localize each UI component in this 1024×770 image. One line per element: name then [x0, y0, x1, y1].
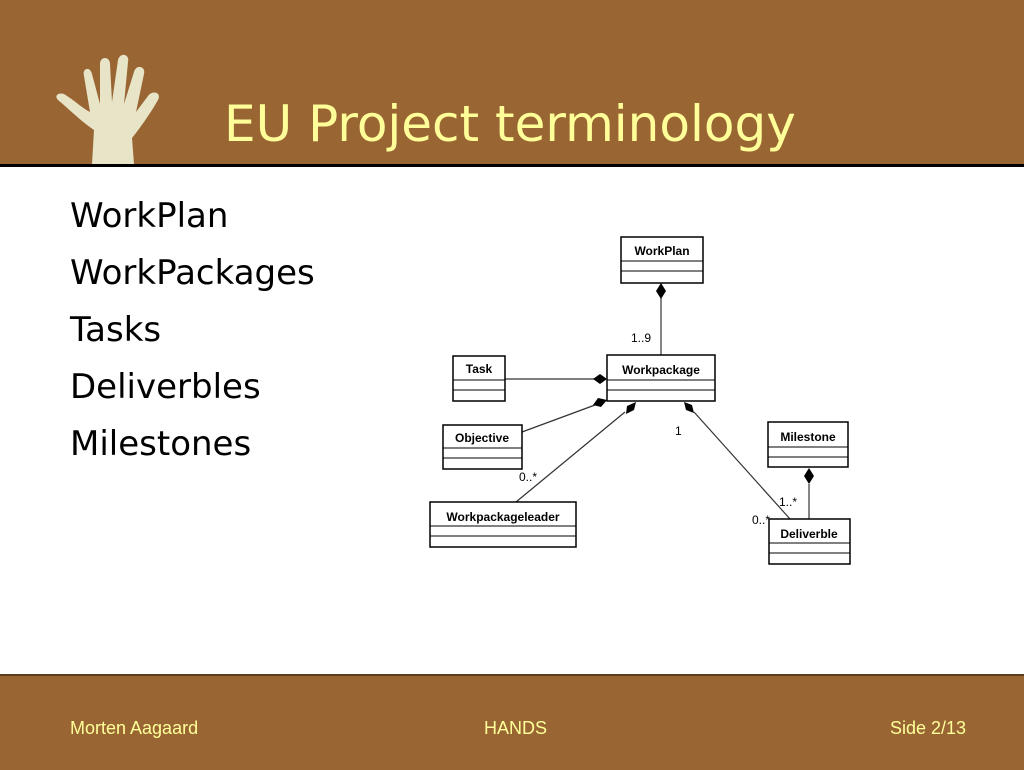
class-milestone: Milestone — [767, 421, 849, 468]
objective-workpackage-link — [521, 404, 596, 433]
class-name: Objective — [455, 431, 509, 445]
class-task: Task — [452, 355, 506, 402]
term-item: WorkPlan — [70, 196, 229, 236]
composition-diamond — [684, 402, 694, 413]
term-list: WorkPlan WorkPackages Tasks Deliverbles … — [70, 188, 315, 473]
composition-diamond — [593, 398, 607, 407]
term-item: WorkPackages — [70, 253, 315, 293]
class-name: Workpackage — [622, 363, 700, 377]
multiplicity-label: 0..* — [519, 470, 537, 484]
class-objective: Objective — [442, 424, 523, 470]
class-name: Deliverble — [780, 527, 838, 541]
class-name: Workpackageleader — [446, 510, 559, 524]
composition-diamond — [656, 283, 666, 299]
class-workpackageleader: Workpackageleader — [429, 501, 577, 548]
slide-title: EU Project terminology — [224, 95, 796, 153]
footer-page-number: Side 2/13 — [889, 718, 966, 738]
class-name: Milestone — [780, 430, 836, 444]
composition-diamond — [593, 374, 607, 384]
term-item: Milestones — [70, 424, 252, 464]
header-band: EU Project terminology — [0, 0, 1024, 167]
composition-diamond — [804, 468, 814, 484]
leader-workpackage-link — [515, 411, 626, 503]
class-workpackage: Workpackage — [606, 354, 716, 402]
multiplicity-label: 1 — [675, 424, 682, 438]
composition-diamond — [626, 402, 636, 414]
class-workplan: WorkPlan — [620, 236, 704, 284]
class-name: Task — [466, 362, 493, 376]
footer-project: HANDS — [484, 718, 548, 738]
multiplicity-label: 1..* — [779, 495, 797, 509]
workpackage-deliverble-link — [693, 411, 791, 520]
footer-band: Morten Aagaard HANDS Side 2/13 — [0, 674, 1024, 770]
multiplicity-label: 0..* — [752, 513, 770, 527]
class-deliverble: Deliverble — [768, 518, 851, 565]
uml-class-diagram: WorkPlan Workpackage Task Objective Work… — [429, 236, 851, 565]
class-name: WorkPlan — [634, 244, 689, 258]
multiplicity-label: 1..9 — [631, 331, 651, 345]
hand-logo-icon — [56, 54, 159, 164]
footer-author: Morten Aagaard — [70, 718, 199, 738]
term-item: Deliverbles — [70, 367, 261, 407]
term-item: Tasks — [70, 310, 162, 350]
